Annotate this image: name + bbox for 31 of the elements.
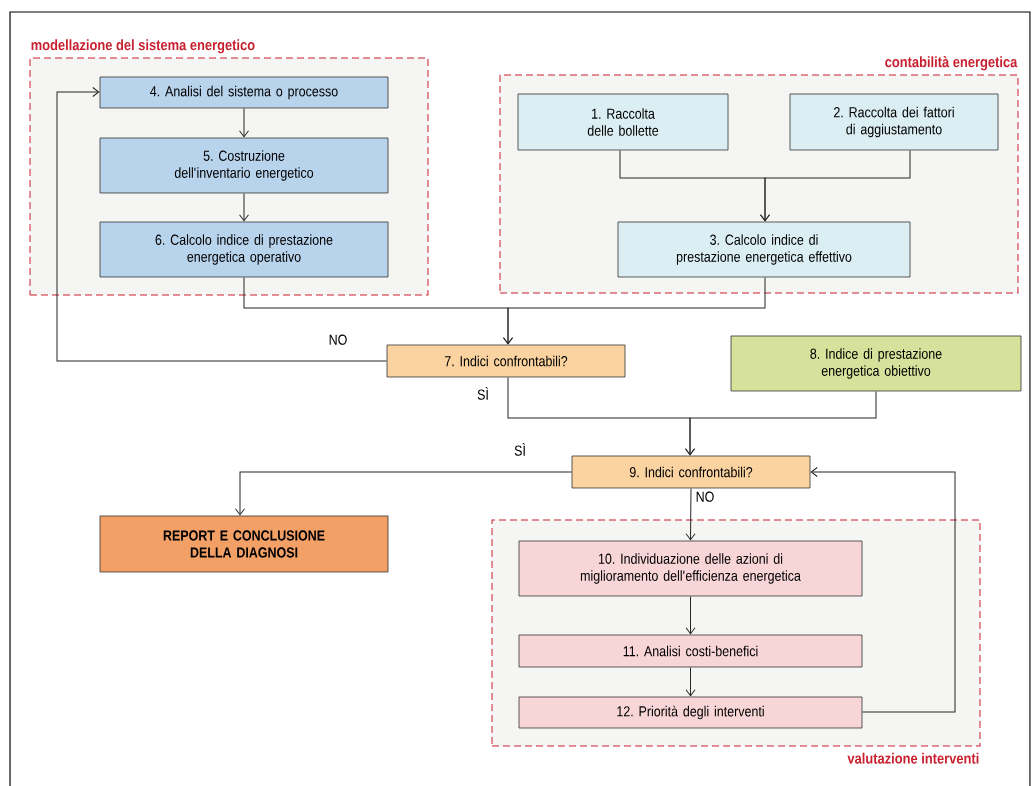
process-box: 8. Indice di prestazione energetica obiettivo: [730, 335, 1022, 392]
arrow: [810, 467, 956, 713]
node-label: contabilità energetica: [885, 56, 1018, 71]
node-label: modellazione del sistema energetico: [31, 39, 255, 54]
process-box: 9. Indici confrontabili?: [571, 455, 811, 489]
arrow: [685, 666, 696, 697]
process-box: 12. Priorità degli interventi: [518, 696, 863, 729]
arrow: [235, 471, 573, 516]
process-box: 5. Costruzione dell'inventario energetico: [99, 137, 389, 194]
process-box: REPORT E CONCLUSIONE DELLA DIAGNOSI: [99, 515, 389, 573]
arrow: [685, 595, 696, 635]
edge-label: NO: [327, 333, 349, 346]
process-box: 3. Calcolo indice di prestazione energetica effettivo: [617, 221, 911, 278]
arrow: [760, 149, 911, 222]
process-box: 11. Analisi costi-benefici: [518, 634, 863, 668]
edge-label: NO: [694, 490, 716, 503]
edge-label: SÌ: [476, 386, 490, 401]
arrow: [239, 107, 249, 138]
edge-label: SÌ: [513, 442, 527, 457]
process-box: 2. Raccolta dei fattori di aggiustamento: [789, 93, 999, 151]
process-box: 10. Individuazione delle azioni di miglioramento dell'efficienza energetica: [518, 540, 863, 597]
arrow: [239, 192, 249, 222]
process-box: 4. Analisi del sistema o processo: [99, 76, 389, 109]
process-box: 1. Raccolta delle bollette: [517, 93, 729, 151]
arrow: [56, 87, 388, 362]
arrow: [503, 276, 766, 345]
arrow: [685, 487, 696, 541]
arrow: [685, 390, 877, 456]
node-label: valutazione interventi: [847, 752, 979, 764]
process-box: 6. Calcolo indice di prestazione energetica operativo: [99, 221, 389, 278]
process-box: 7. Indici confrontabili?: [386, 344, 626, 378]
